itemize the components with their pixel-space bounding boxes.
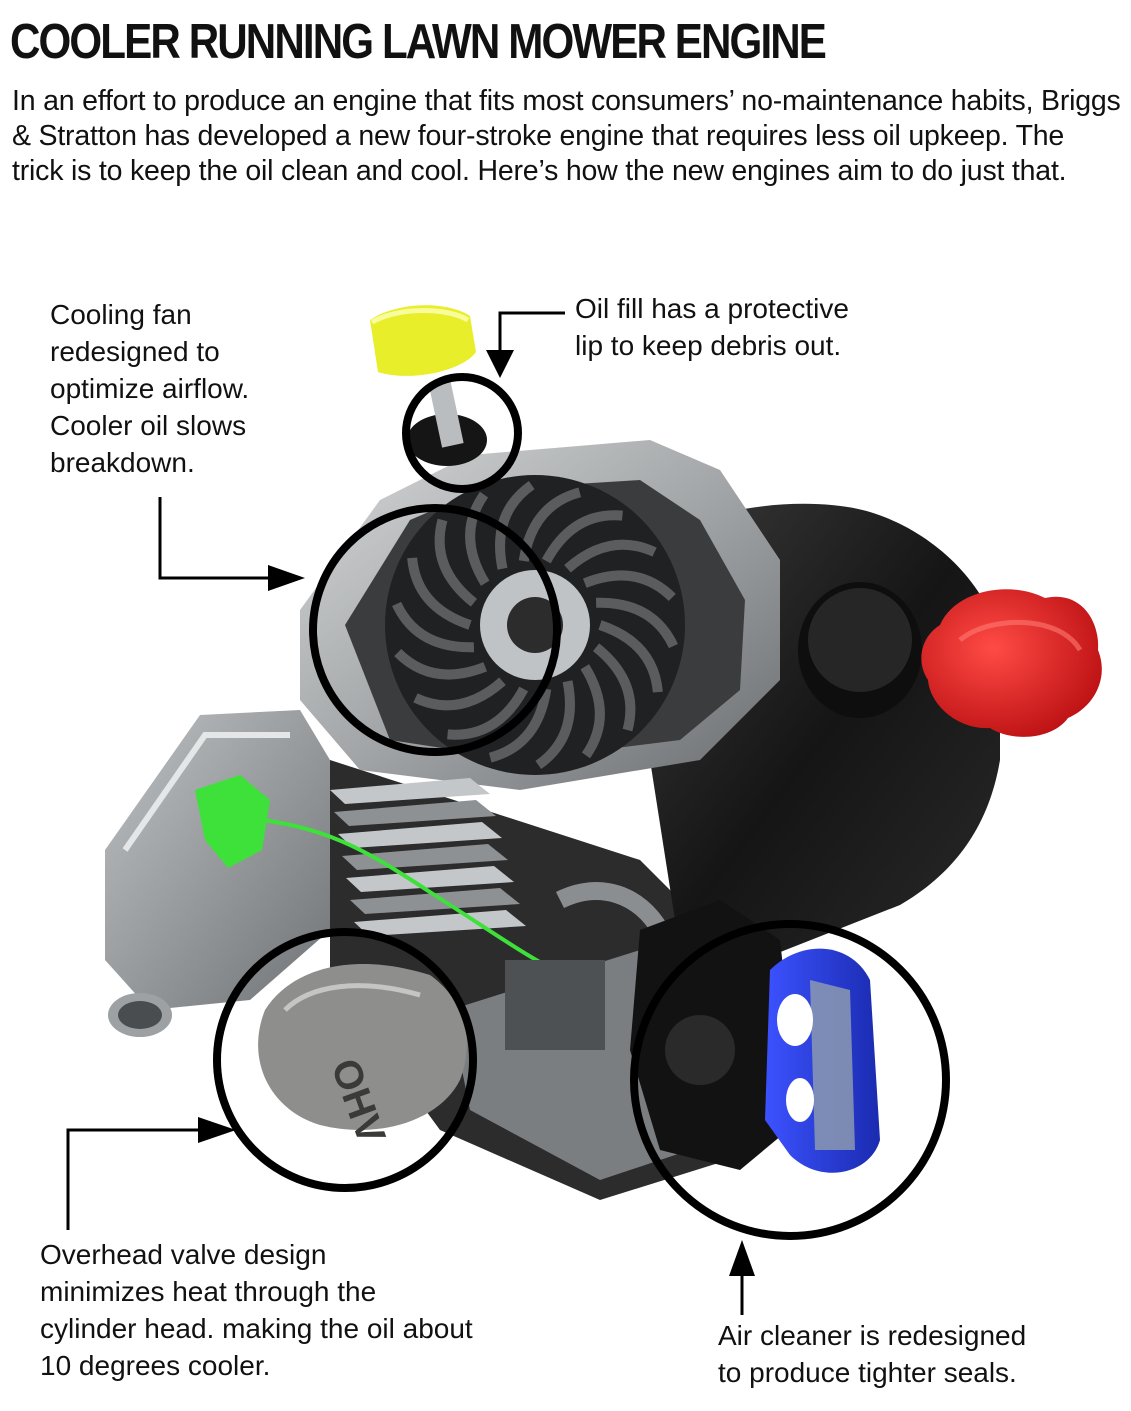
cylinder-fin [330, 778, 490, 804]
fan-blade [447, 686, 529, 740]
fan-blade [541, 510, 623, 564]
valve-arrowhead [198, 1117, 236, 1143]
air-cleaner-housing [630, 900, 800, 1170]
fan-blade [392, 601, 475, 653]
fan-callout-ring [309, 504, 561, 756]
fan-blade [580, 664, 605, 759]
oil-fill-callout-ring [402, 373, 522, 493]
intro-text: In an effort to produce an engine that f… [12, 85, 1121, 187]
fan-blade [488, 688, 552, 763]
air-cleaner-callout-ring [630, 920, 950, 1240]
cylinder-fin [354, 910, 526, 936]
fuel-cap [921, 589, 1102, 737]
air-cleaner-callout: Air cleaner is redesigned to produce tig… [718, 1320, 1027, 1388]
air-filter [765, 948, 880, 1173]
fan-blade [595, 597, 678, 649]
air-cleaner-arrowhead [729, 1240, 755, 1276]
cylinder-fin [338, 822, 502, 848]
fan-blade [495, 480, 535, 570]
oil-cap [370, 305, 476, 376]
carburetor [505, 882, 668, 1050]
overhead-valve-callout: Overhead valve design minimizes heat thr… [40, 1239, 473, 1381]
cooling-fan-callout: Cooling fan redesigned to optimize airfl… [50, 299, 250, 478]
cylinder-fin [346, 866, 514, 892]
valve-leader [66, 1128, 200, 1230]
oil-fill-arrowhead [486, 350, 514, 378]
fan-blade [394, 648, 488, 680]
fan-blade [535, 680, 575, 770]
fan-leader [158, 497, 270, 580]
valve-callout-ring [213, 928, 477, 1192]
fan-blade [434, 518, 478, 607]
oil-fill-neck [407, 378, 487, 466]
cylinder-fin [334, 800, 496, 826]
fan-blade [465, 491, 490, 586]
fan-blade [592, 643, 636, 732]
oil-fill-leader [498, 311, 565, 360]
cooling-fan [385, 475, 685, 775]
fan-arrowhead [268, 565, 305, 591]
muffler [105, 710, 330, 1037]
fan-blade [413, 677, 506, 711]
page-title: COOLER RUNNING LAWN MOWER ENGINE [10, 15, 827, 69]
fan-blade [564, 539, 657, 573]
fan-blade [598, 620, 663, 693]
oil-fill-callout: Oil fill has a protective lip to keep de… [575, 293, 849, 361]
fan-blade [407, 557, 472, 630]
fan-blade [582, 570, 676, 602]
cylinder-fin [350, 888, 520, 914]
